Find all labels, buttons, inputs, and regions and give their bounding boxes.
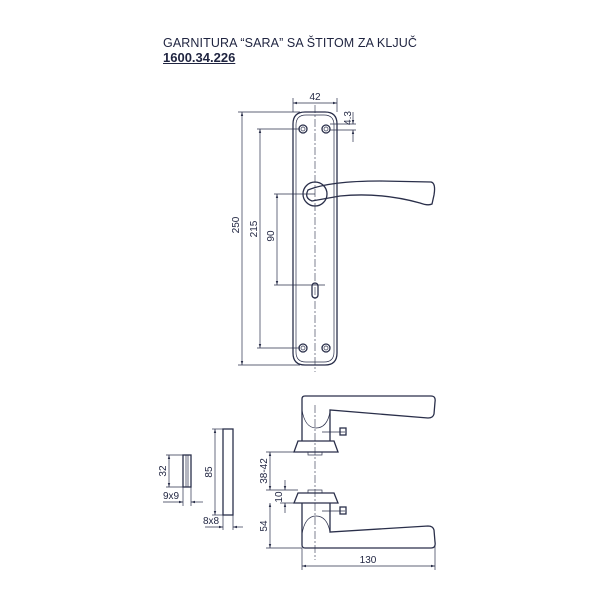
dim-rosette-height: 10 (274, 491, 285, 503)
dim-plate-width: 42 (309, 92, 321, 103)
screw-icon (298, 124, 331, 353)
keyhole (311, 282, 319, 299)
dim-plate-height: 250 (231, 216, 242, 233)
drawing-title: GARNITURA “SARA” SA ŠTITOM ZA KLJUČ (163, 36, 418, 50)
lower-lever (301, 503, 436, 549)
lower-rosette (293, 492, 339, 504)
dim-bar-section: 8x8 (203, 516, 220, 527)
lever-handle (306, 180, 436, 206)
spindle: 32 9x9 (158, 454, 203, 506)
product-code: 1600.34.226 (163, 50, 236, 65)
dim-screw-offset: 4.3 (343, 111, 354, 125)
grub-screw-icon (339, 506, 347, 515)
backplate (292, 111, 338, 366)
dim-spindle-section: 9x9 (163, 491, 180, 502)
grub-screw-icon (339, 427, 347, 436)
dim-door-thickness: 38-42 (259, 458, 270, 484)
dim-handle-length: 130 (360, 555, 377, 566)
square-bar: 85 8x8 (203, 428, 243, 530)
dim-handle-to-key: 90 (266, 230, 277, 242)
dim-spindle-length: 32 (158, 465, 169, 477)
upper-lever (301, 395, 436, 441)
side-view: 38-42 10 54 130 (259, 395, 436, 570)
dim-bar-length: 85 (204, 466, 215, 478)
dim-handle-height: 54 (259, 520, 270, 532)
dim-screw-spacing: 215 (249, 220, 260, 237)
front-view: 42 4.3 250 215 90 (231, 92, 436, 372)
upper-rosette (293, 440, 339, 453)
